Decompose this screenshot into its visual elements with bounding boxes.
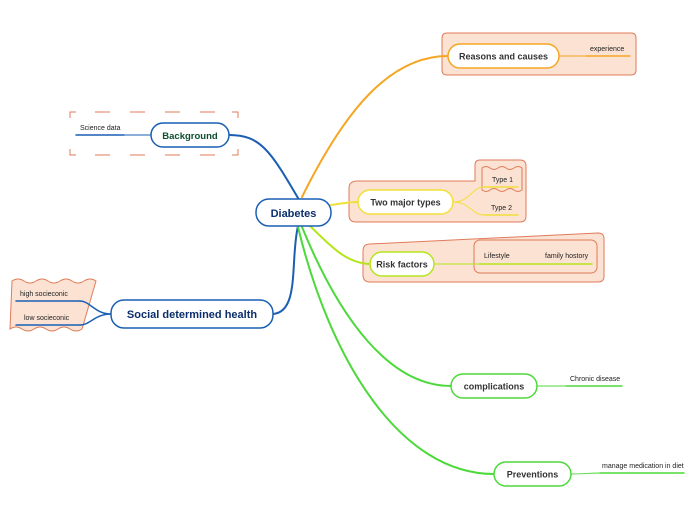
subtopic-low-socieconic[interactable]: low socieconic [24, 315, 70, 322]
connector-preventions [297, 226, 495, 475]
subtopic-science-data[interactable]: Science data [80, 125, 121, 132]
topic-types-label: Two major types [370, 198, 440, 208]
connector-background [228, 134, 299, 199]
topic-social-label: Social determined health [127, 309, 257, 321]
central-topic[interactable]: Diabetes [255, 198, 332, 227]
topic-background[interactable]: Background [150, 122, 230, 148]
subtopic-lifestyle[interactable]: Lifestyle [484, 253, 510, 260]
connector-complications [301, 226, 452, 387]
topic-complications[interactable]: complications [450, 373, 538, 399]
background-boundary [69, 111, 239, 156]
topic-risk-label: Risk factors [376, 260, 428, 270]
subtopic-type1[interactable]: Type 1 [492, 177, 513, 184]
topic-preventions-label: Preventions [507, 470, 559, 480]
subtopic-manage-medication[interactable]: manage medication in diet [602, 463, 684, 470]
central-topic-label: Diabetes [271, 208, 317, 220]
connector-risk [309, 225, 371, 265]
subtopic-experience[interactable]: experience [590, 46, 624, 53]
connector-social [272, 225, 299, 315]
topic-reasons[interactable]: Reasons and causes [447, 43, 560, 69]
subtopic-family-history[interactable]: family hostory [545, 253, 589, 260]
topic-preventions[interactable]: Preventions [493, 461, 572, 487]
social-boundary [9, 278, 97, 332]
connector-low [79, 313, 112, 326]
type1-boundary [481, 166, 523, 192]
connector-type1 [452, 186, 485, 203]
subtopic-chronic-disease[interactable]: Chronic disease [570, 376, 620, 383]
topic-risk[interactable]: Risk factors [369, 251, 435, 277]
connector-type2 [452, 201, 485, 216]
topic-background-label: Background [162, 131, 218, 142]
connector-manage [570, 472, 601, 475]
connector-types [330, 201, 359, 206]
subtopic-type2[interactable]: Type 2 [491, 205, 512, 212]
topic-reasons-label: Reasons and causes [459, 52, 548, 62]
topic-social[interactable]: Social determined health [110, 299, 274, 329]
subtopic-high-socieconic[interactable]: high socieconic [20, 291, 68, 298]
topic-types[interactable]: Two major types [357, 189, 454, 215]
connector-reasons [301, 55, 449, 198]
topic-complications-label: complications [464, 382, 525, 392]
